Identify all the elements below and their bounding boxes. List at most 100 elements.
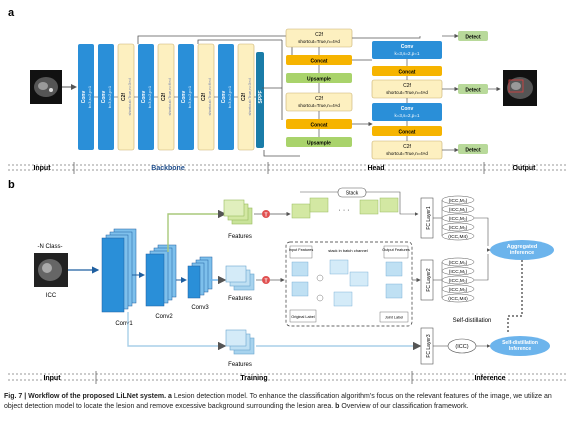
icc-list-item: (ICC,M₁) <box>441 204 475 214</box>
backbone-block-label: Conv <box>221 91 227 104</box>
icc-list-item: (ICC,M₁) <box>441 266 475 276</box>
svg-text:(ICC): (ICC) <box>455 344 468 350</box>
svg-text:Concat: Concat <box>399 70 416 76</box>
svg-text:shortcut=True,n=4×d: shortcut=True,n=4×d <box>386 151 428 156</box>
fc-layer-2: FC Layer2 <box>420 259 434 301</box>
backbone-block-param: shortcut=True,n=3×d <box>127 78 132 115</box>
svg-text:(ICC,M4): (ICC,M4) <box>448 296 468 302</box>
svg-text:(ICC,M₂): (ICC,M₂) <box>449 278 468 284</box>
permuted-features-top <box>291 197 399 219</box>
head-upsample-1: Upsample <box>286 73 352 83</box>
caption-a-tag: a <box>168 393 172 400</box>
conv2-label: Conv2 <box>155 314 173 320</box>
backbone-block-param: k=3,s=2,p=1 <box>87 85 92 108</box>
svg-text:T: T <box>264 213 267 219</box>
svg-text:Detect: Detect <box>465 88 481 94</box>
backbone-block-param: k=3,s=2,p=1 <box>227 85 232 108</box>
svg-text:FC Layer2: FC Layer2 <box>426 268 432 292</box>
svg-text:C2f: C2f <box>315 32 323 38</box>
svg-text:(ICC,M₁): (ICC,M₁) <box>449 207 468 213</box>
svg-text:stack in batch channel: stack in batch channel <box>328 248 368 253</box>
svg-text:Joint Label: Joint Label <box>385 316 404 320</box>
svg-text:k=3,s=2,p=1: k=3,s=2,p=1 <box>395 51 420 56</box>
footer-b-inference: Inference <box>474 375 505 382</box>
footer-a-output: Output <box>513 165 537 172</box>
backbone-block-label: Conv <box>101 91 107 104</box>
t-badge-top <box>262 210 270 218</box>
svg-text:k=3,s=2,p=1: k=3,s=2,p=1 <box>395 113 420 118</box>
backbone-block-label: Conv <box>181 91 187 104</box>
icc-label: ICC <box>46 293 57 299</box>
icc-output-list-1: (ICC,M₀) (ICC,M₁) (ICC,M₂) (ICC,M₃) (ICC,M4) <box>441 195 475 241</box>
features-top-label: Features <box>228 234 252 240</box>
features-bottom <box>225 329 255 355</box>
svg-text:Upsample: Upsample <box>307 77 331 83</box>
footer-b-training: Training <box>240 375 267 382</box>
icc-output-list-2: (ICC,M₀)(ICC,M₁) (ICC,M₂)(ICC,M₃) (ICC,M4) <box>441 257 475 303</box>
panel-a-label: a <box>8 7 15 19</box>
icc-list-item: (ICC,M₀) <box>441 257 475 267</box>
backbone-block-label: C2f <box>121 93 127 101</box>
svg-text:C2f: C2f <box>403 144 411 150</box>
detect-box-2: Detect <box>458 84 488 94</box>
backbone-block-10: SPPF <box>256 52 264 148</box>
svg-text:C2f: C2f <box>315 96 323 102</box>
backbone-block-label: Conv <box>81 91 87 104</box>
backbone-block-label: C2f <box>201 93 207 101</box>
svg-text:Detect: Detect <box>465 35 481 41</box>
head-c2f-top: C2f shortcut=True,n=4×d <box>285 28 353 48</box>
fc-layer-1: FC Layer1 <box>420 197 434 239</box>
svg-text:Conv: Conv <box>401 44 414 50</box>
icc-list-item: (ICC,M4) <box>441 293 475 303</box>
backbone-block-param: shortcut=True,n=6×d <box>167 78 172 115</box>
features-mid <box>225 265 255 291</box>
icc-list-item: (ICC,M₀) <box>441 195 475 205</box>
svg-text:FC Layer3: FC Layer3 <box>426 334 432 358</box>
backbone-block-param: shortcut=True,n=3×d <box>247 78 252 115</box>
caption-a-text: Lesion detection model. To enhance the c… <box>4 393 552 410</box>
svg-text:Conv: Conv <box>401 106 414 112</box>
svg-text:Output Features: Output Features <box>382 248 410 252</box>
stack-inset: Input Features stack in batch channel Ou… <box>285 241 413 327</box>
caption-lead: Fig. 7 | Workflow of the proposed LiLNet… <box>4 393 167 400</box>
svg-text:Detect: Detect <box>465 148 481 154</box>
head-c2f-r2: C2f shortcut=True,n=4×d <box>371 140 443 160</box>
svg-text:shortcut=True,n=4×d: shortcut=True,n=4×d <box>298 103 340 108</box>
svg-text:(ICC,M₃): (ICC,M₃) <box>449 225 468 231</box>
caption-b-text: Overview of our classification framework… <box>339 403 469 410</box>
backbone-block-param: k=3,s=2,p=1 <box>107 85 112 108</box>
footer-a-head: Head <box>367 165 384 172</box>
backbone-block-param: shortcut=True,n=6×d <box>207 78 212 115</box>
svg-text:(ICC,M₂): (ICC,M₂) <box>449 216 468 222</box>
icc-list-item: (ICC,M₃) <box>441 284 475 294</box>
svg-text:(ICC,M4): (ICC,M4) <box>448 234 468 240</box>
n-class-label: -N Class- <box>38 244 63 250</box>
detect-box-1: Detect <box>458 31 488 41</box>
head-c2f-mid: C2f shortcut=True,n=4×d <box>285 92 353 112</box>
head-concat-r2: Concat <box>372 126 442 136</box>
ellipsis-top: · · · <box>339 207 350 214</box>
head-conv-r2: Conv k=3,s=2,p=1 <box>372 103 442 121</box>
t-badge-mid <box>262 276 270 284</box>
features-mid-label: Features <box>228 296 252 302</box>
figure-caption: Fig. 7 | Workflow of the proposed LiLNet… <box>4 392 572 412</box>
backbone-block-param: k=3,s=2,p=1 <box>147 85 152 108</box>
conv2-stack <box>145 244 177 307</box>
self-distillation-label: Self-distillation <box>453 318 492 324</box>
features-top <box>223 199 253 225</box>
svg-text:Input Features: Input Features <box>289 248 314 252</box>
head-concat-1: Concat <box>286 55 352 65</box>
